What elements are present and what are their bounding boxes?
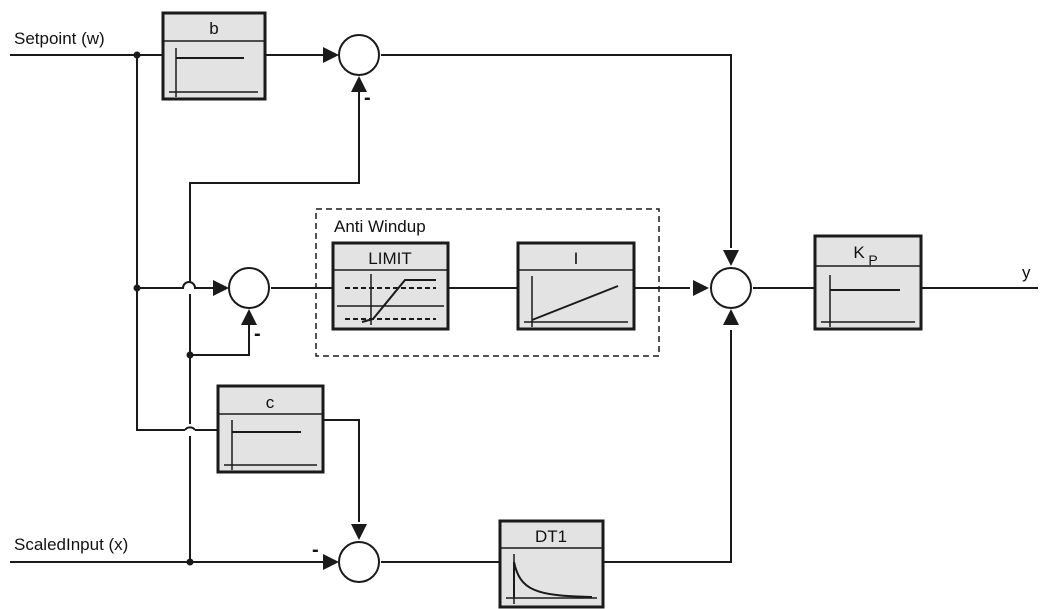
sum-junction-bottom <box>338 541 380 583</box>
arrow-into-bottom-sum-top <box>351 524 367 540</box>
block-dt1-title: DT1 <box>535 527 567 546</box>
block-i-title: I <box>574 249 579 268</box>
setpoint-label: Setpoint (w) <box>14 29 105 48</box>
mid-sum-minus-sign: - <box>254 323 261 345</box>
block-limit: LIMIT <box>331 241 450 331</box>
junction-x-input <box>186 558 194 566</box>
block-c-title: c <box>266 393 275 412</box>
sum-junction-top <box>338 34 380 76</box>
wire-top-sum-out <box>381 54 732 248</box>
block-kp-title-sub: P <box>868 252 877 268</box>
block-integrator: I <box>516 241 636 331</box>
output-label: y <box>1022 263 1031 282</box>
anti-windup-title: Anti Windup <box>334 217 426 236</box>
scaled-input-label: ScaledInput (x) <box>14 535 128 554</box>
block-kp-title-main: K <box>853 243 865 262</box>
junction-setpoint-mid <box>133 284 141 292</box>
bottom-sum-minus-sign: - <box>312 539 319 561</box>
block-b-title: b <box>209 19 218 38</box>
wire-x-to-mid-sum <box>190 320 250 356</box>
arrow-into-out-sum-left <box>693 280 709 296</box>
junction-x-mid <box>186 351 194 359</box>
block-b: b <box>161 11 267 101</box>
sum-junction-middle <box>228 267 270 309</box>
block-dt1: DT1 <box>498 519 605 609</box>
arrow-into-mid-sum-left <box>213 280 229 296</box>
arrow-into-out-sum-bottom <box>723 309 739 325</box>
arrow-into-bottom-sum-left <box>323 554 339 570</box>
top-sum-minus-sign: - <box>364 87 371 109</box>
arrow-into-mid-sum-bottom <box>241 309 257 325</box>
junction-setpoint <box>133 51 141 59</box>
arrow-into-out-sum-top <box>723 250 739 266</box>
anti-windup-group <box>315 208 660 357</box>
block-kp: K P <box>813 234 923 331</box>
wire-hop-c <box>184 426 196 431</box>
wire-x-trunk-3 <box>189 90 360 282</box>
wire-dt1-to-sum <box>603 330 732 563</box>
arrow-into-top-sum-bottom <box>351 76 367 92</box>
arrow-into-top-sum-left <box>323 47 339 63</box>
block-limit-title: LIMIT <box>368 249 411 268</box>
wire-c-to-bottom-sum <box>323 419 360 522</box>
wire-setpoint-to-mid-sum <box>137 281 218 289</box>
wire-setpoint-trunk <box>136 55 185 431</box>
sum-junction-output <box>710 267 752 309</box>
block-c: c <box>216 384 325 474</box>
